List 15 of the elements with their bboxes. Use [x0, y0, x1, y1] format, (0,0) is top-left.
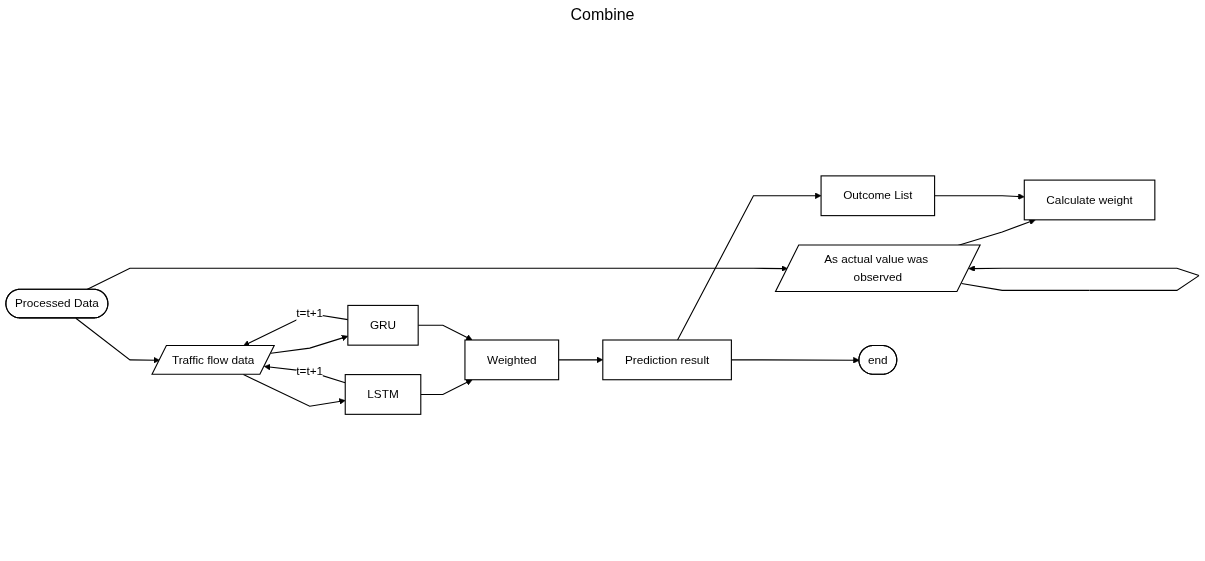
arrow	[75, 318, 160, 364]
edge-label: t=t+1	[296, 307, 324, 320]
arrow	[677, 192, 822, 341]
edge-label: t=t+1	[296, 365, 324, 378]
arrow	[934, 193, 1025, 201]
node-box: Prediction result	[602, 339, 732, 381]
node-box: Outcome List	[820, 175, 936, 217]
arrow	[420, 379, 473, 396]
arrow	[86, 265, 788, 291]
node-box: Calculate weight	[1023, 179, 1156, 221]
arrow	[960, 265, 1200, 292]
node-box: GRU	[347, 305, 419, 347]
node-box: LSTM	[344, 374, 422, 416]
note-text: Combine	[570, 6, 635, 24]
node-box: Weighted	[464, 339, 560, 381]
